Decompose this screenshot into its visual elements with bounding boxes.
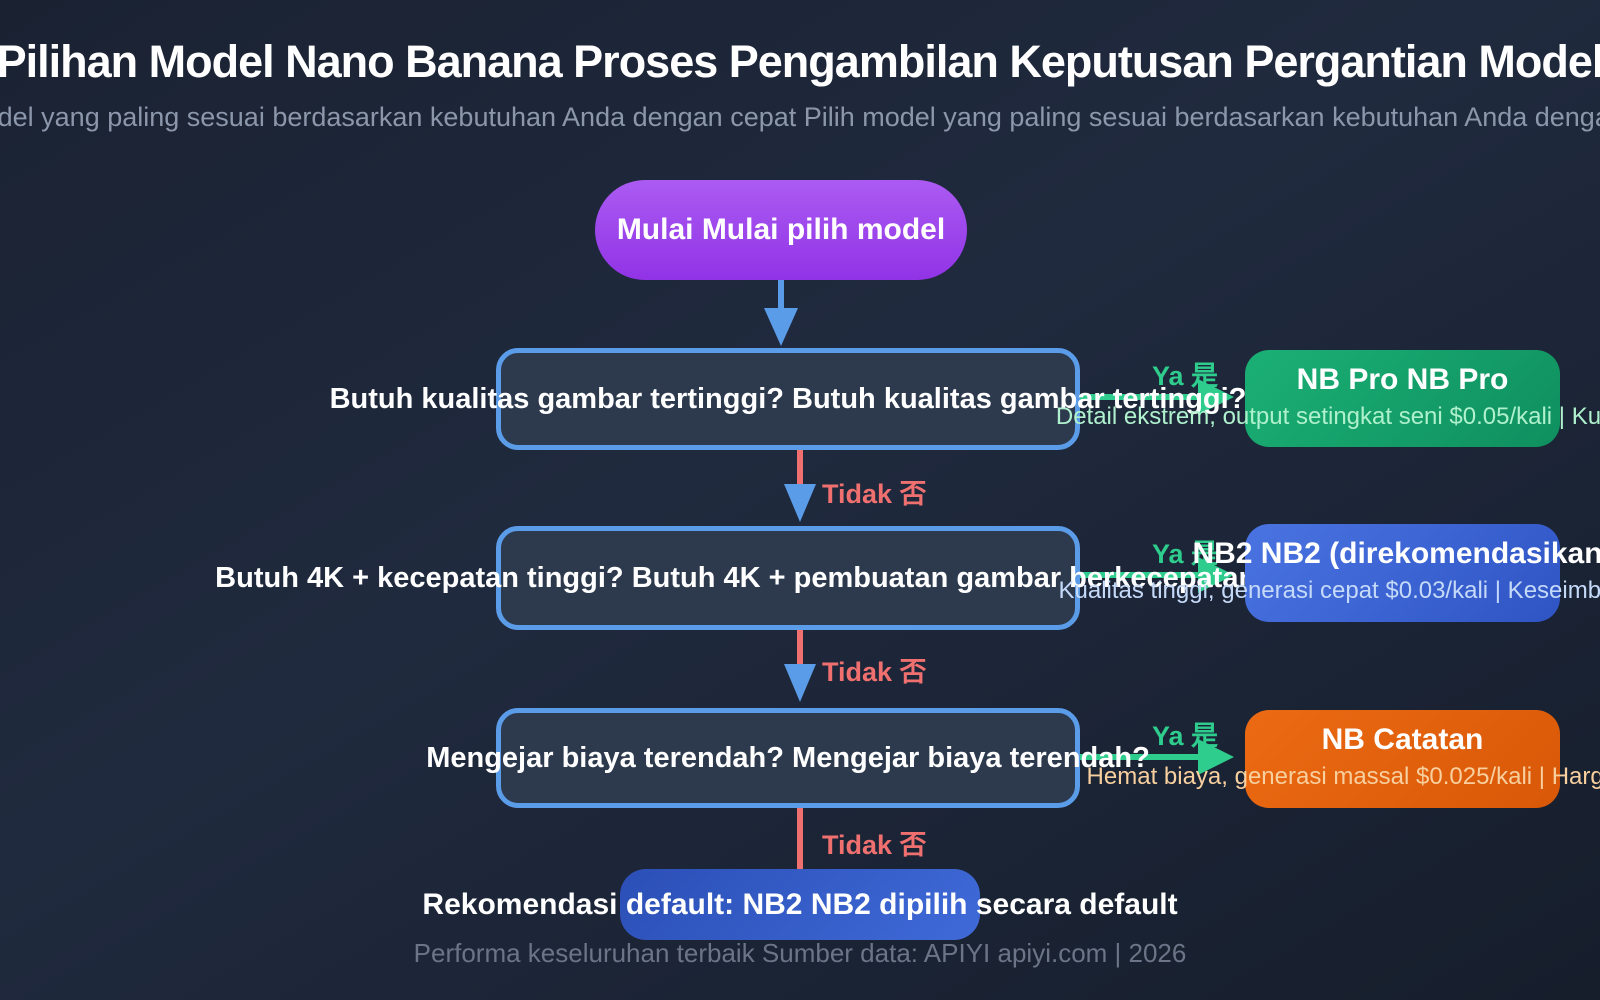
decision-node-lowest-cost: Mengejar biaya terendah? Mengejar biaya …	[426, 708, 1150, 808]
arrow-right-icon	[1198, 557, 1234, 593]
yes-label: Ya 是	[1151, 361, 1219, 391]
arrow-right-icon	[1198, 379, 1234, 415]
arrow-down-stem	[797, 450, 803, 486]
page-subtitle: Pilih model yang paling sesuai berdasark…	[0, 102, 1600, 132]
default-recommendation-node: Rekomendasi default: NB2 NB2 dipilih sec…	[422, 869, 1178, 940]
arrow-down-stem	[797, 630, 803, 666]
arrow-right-stem	[1078, 572, 1198, 578]
arrow-right-stem	[1078, 754, 1198, 760]
decision-question: Butuh kualitas gambar tertinggi? Butuh k…	[329, 382, 1247, 415]
result-subtitle: Hemat biaya, generasi massal $0.025/kali…	[1086, 763, 1600, 790]
no-label: Tidak 否	[822, 830, 927, 860]
default-recommendation-label: Rekomendasi default: NB2 NB2 dipilih sec…	[422, 887, 1178, 921]
result-node-nb-pro: NB Pro NB Pro Detail ekstrem, output set…	[1056, 350, 1600, 447]
arrow-right-stem	[1078, 394, 1198, 400]
decision-question: Butuh 4K + kecepatan tinggi? Butuh 4K + …	[215, 561, 1361, 594]
decision-node-quality: Butuh kualitas gambar tertinggi? Butuh k…	[330, 348, 1246, 450]
yes-label: Ya 是	[1151, 721, 1219, 751]
result-subtitle: Kualitas tinggi, generasi cepat $0.03/ka…	[1058, 577, 1600, 604]
arrow-down-icon	[784, 664, 816, 702]
decision-node-4k-speed: Butuh 4K + kecepatan tinggi? Butuh 4K + …	[215, 526, 1361, 630]
result-title: NB Pro NB Pro	[1296, 363, 1509, 396]
arrow-down-stem	[778, 280, 784, 312]
start-node-label: Mulai Mulai pilih model	[616, 213, 946, 246]
result-subtitle: Detail ekstrem, output setingkat seni $0…	[1055, 403, 1600, 430]
result-title: NB2 NB2 (direkomendasikan)	[1192, 537, 1600, 570]
start-node: Mulai Mulai pilih model	[595, 180, 967, 280]
result-title: NB Catatan	[1321, 723, 1484, 756]
result-node-nb2: NB2 NB2 (direkomendasikan) Kualitas ting…	[1059, 524, 1600, 622]
no-label: Tidak 否	[822, 657, 927, 687]
page-title: Pilihan Model Nano Banana Proses Pengamb…	[0, 36, 1600, 87]
decision-question: Mengejar biaya terendah? Mengejar biaya …	[426, 741, 1150, 774]
arrow-down-stem	[797, 808, 803, 869]
footer-source-text: Performa keseluruhan terbaik Sumber data…	[413, 938, 1187, 968]
arrow-right-icon	[1198, 739, 1234, 775]
no-label: Tidak 否	[822, 479, 927, 509]
yes-label: Ya 是	[1151, 539, 1219, 569]
result-node-nb-catatan: NB Catatan Hemat biaya, generasi massal …	[1087, 710, 1600, 808]
arrow-down-icon	[764, 308, 798, 346]
arrow-down-icon	[784, 484, 816, 522]
